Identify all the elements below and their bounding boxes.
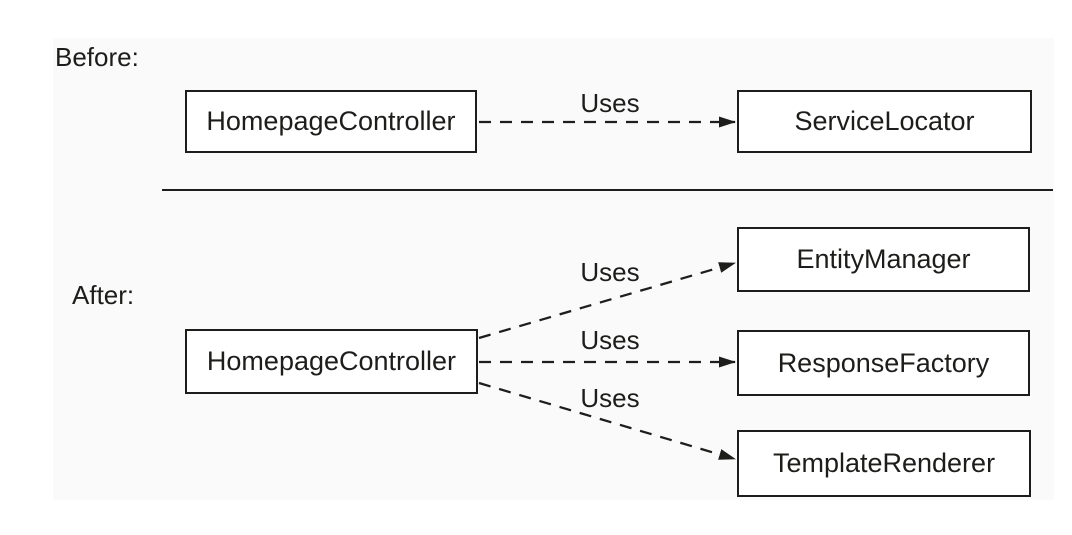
section-label-after: After: xyxy=(72,280,135,310)
class-box-template-renderer: TemplateRenderer xyxy=(737,430,1031,497)
class-box-homepage-controller-before: HomepageController xyxy=(185,90,477,153)
class-box-response-factory: ResponseFactory xyxy=(737,330,1030,396)
uses-edge-label-templaterenderer: Uses xyxy=(580,383,640,413)
uses-edge-label-responsefactory: Uses xyxy=(580,325,640,355)
uses-edge-label-entitymanager: Uses xyxy=(580,257,640,287)
class-box-homepage-controller-after: HomepageController xyxy=(185,329,478,394)
uses-edge-label-before: Uses xyxy=(580,88,640,118)
class-box-service-locator: ServiceLocator xyxy=(737,90,1032,153)
class-box-entity-manager: EntityManager xyxy=(737,227,1030,292)
section-divider xyxy=(162,189,1053,191)
section-label-before: Before: xyxy=(55,42,139,72)
